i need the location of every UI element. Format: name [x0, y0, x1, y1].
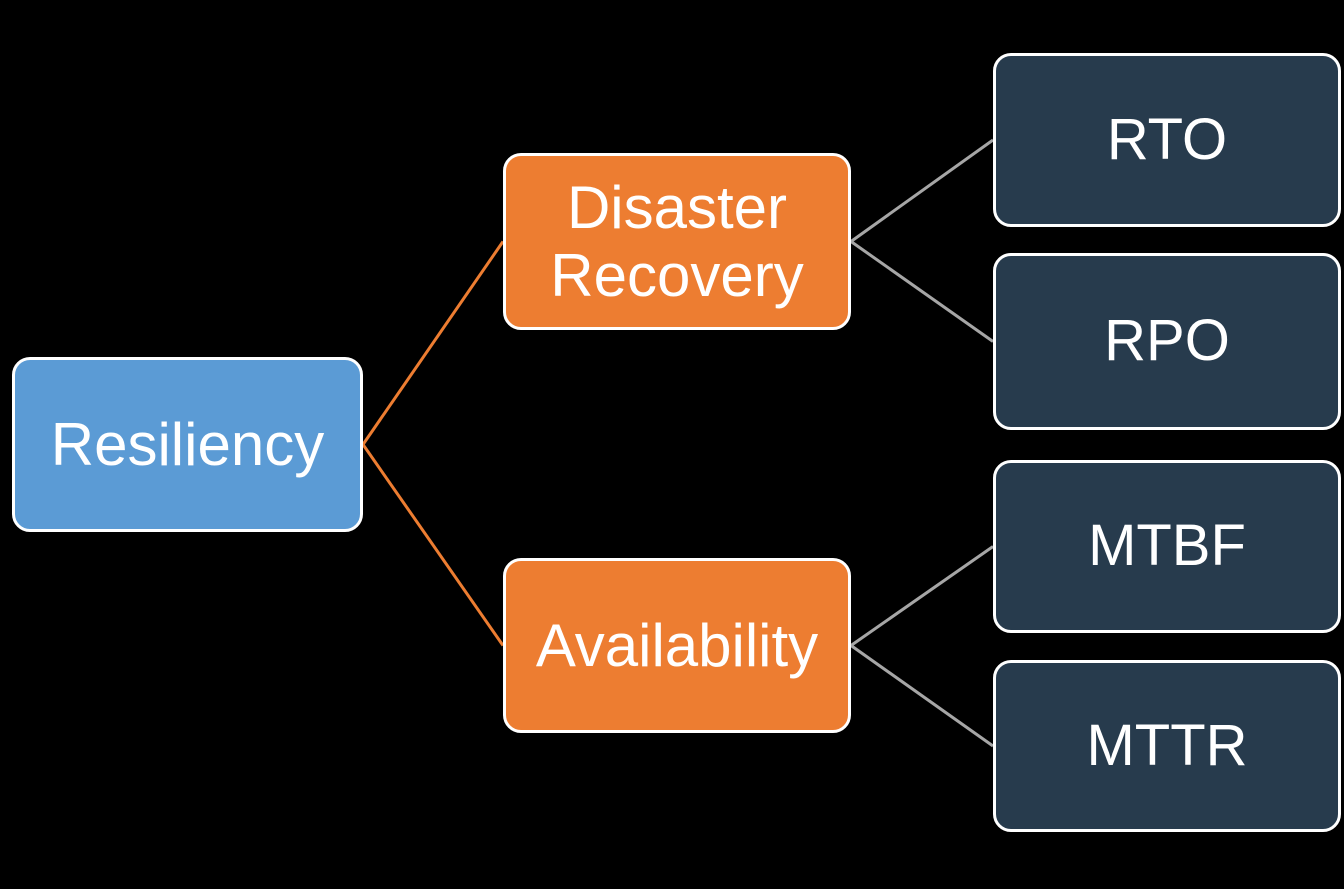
node-disaster-recovery-label: Disaster Recovery [550, 174, 804, 309]
node-mtbf: MTBF [993, 460, 1341, 633]
connector-resiliency-disaster-recovery [361, 240, 505, 446]
node-mtbf-label: MTBF [1088, 513, 1246, 579]
connector-disaster-recovery-rpo [850, 240, 994, 343]
node-resiliency-label: Resiliency [50, 410, 325, 478]
connector-availability-mtbf [850, 545, 994, 647]
node-rpo-label: RPO [1104, 308, 1230, 374]
node-rto-label: RTO [1106, 106, 1228, 172]
node-rto: RTO [993, 53, 1341, 227]
connector-disaster-recovery-rto [850, 138, 994, 243]
node-rpo: RPO [993, 253, 1341, 430]
node-resiliency: Resiliency [12, 357, 363, 532]
node-mttr: MTTR [993, 660, 1341, 832]
node-availability: Availability [503, 558, 851, 733]
connector-resiliency-availability [361, 443, 505, 647]
node-mttr-label: MTTR [1086, 712, 1248, 778]
node-availability-label: Availability [535, 611, 819, 679]
node-disaster-recovery: Disaster Recovery [503, 153, 851, 330]
connector-availability-mttr [850, 644, 994, 748]
